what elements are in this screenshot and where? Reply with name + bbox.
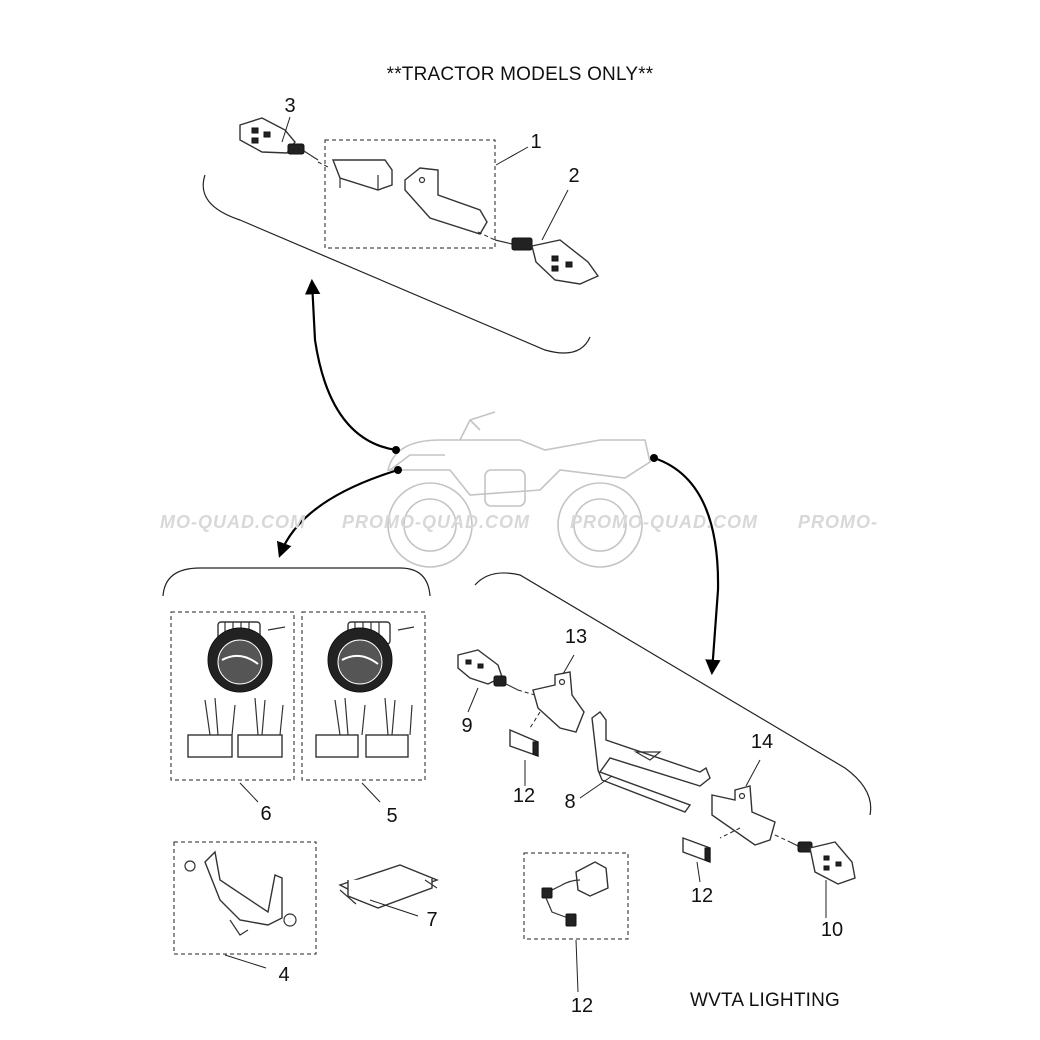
headlamp-mounting-bracket-4	[184, 850, 297, 936]
callout-1: 1	[530, 131, 542, 153]
license-plate-lamp-12	[541, 861, 609, 927]
headlamp-group-bracket	[162, 567, 431, 597]
arrow-to-headlamp-group	[276, 468, 399, 558]
headlamp-6	[207, 621, 286, 693]
callout-12c: 12	[570, 995, 594, 1017]
callout-12a: 12	[512, 785, 536, 807]
tractor-group-bracket	[202, 174, 591, 354]
part-1-dashed-box	[324, 139, 496, 249]
callout-9: 9	[461, 715, 473, 737]
control-module-7	[338, 864, 439, 909]
watermark-2: PROMO-QUAD.COM	[342, 512, 530, 532]
wiring-modules-5	[315, 697, 413, 758]
callout-2: 2	[568, 165, 580, 187]
part-4-dashed-box	[173, 841, 317, 955]
arrow-to-rear-lighting-group	[653, 456, 721, 676]
callout-12b: 12	[690, 885, 714, 907]
indicator-lamp-2	[477, 231, 600, 285]
watermark-3: PROMO-QUAD.COM	[570, 512, 758, 532]
headlamp-5	[327, 621, 415, 693]
callout-10: 10	[820, 919, 844, 941]
indicator-lamp-3	[239, 117, 331, 169]
reflector-12b	[682, 827, 741, 864]
arrow-to-tractor-group	[304, 278, 397, 452]
wiring-modules-6	[187, 697, 284, 758]
rear-lighting-group-bracket	[474, 572, 872, 816]
page-title: **TRACTOR MODELS ONLY**	[386, 64, 654, 85]
indicator-lamp-9	[457, 649, 536, 696]
callout-3: 3	[284, 95, 296, 117]
watermark-4: PROMO-	[798, 512, 878, 532]
callout-6: 6	[260, 803, 272, 825]
watermark-1: MO-QUAD.COM	[160, 512, 306, 532]
callout-5: 5	[386, 805, 398, 827]
indicator-lamp-10	[774, 834, 856, 885]
callout-7: 7	[426, 909, 438, 931]
callout-14: 14	[750, 731, 774, 753]
callout-13: 13	[564, 626, 588, 648]
atv-outline	[386, 411, 651, 568]
mounting-bracket-pair	[331, 159, 488, 235]
section-label: WVTA LIGHTING	[690, 990, 841, 1011]
part-5-dashed-box	[301, 611, 426, 781]
reflector-12a	[509, 711, 541, 757]
callout-8: 8	[564, 791, 576, 813]
license-plate-bracket-8	[591, 711, 711, 813]
bracket-14	[711, 785, 776, 846]
part-6-dashed-box	[170, 611, 295, 781]
callout-4: 4	[278, 964, 290, 986]
part-12-dashed-box	[523, 852, 629, 940]
bracket-13	[532, 671, 585, 733]
